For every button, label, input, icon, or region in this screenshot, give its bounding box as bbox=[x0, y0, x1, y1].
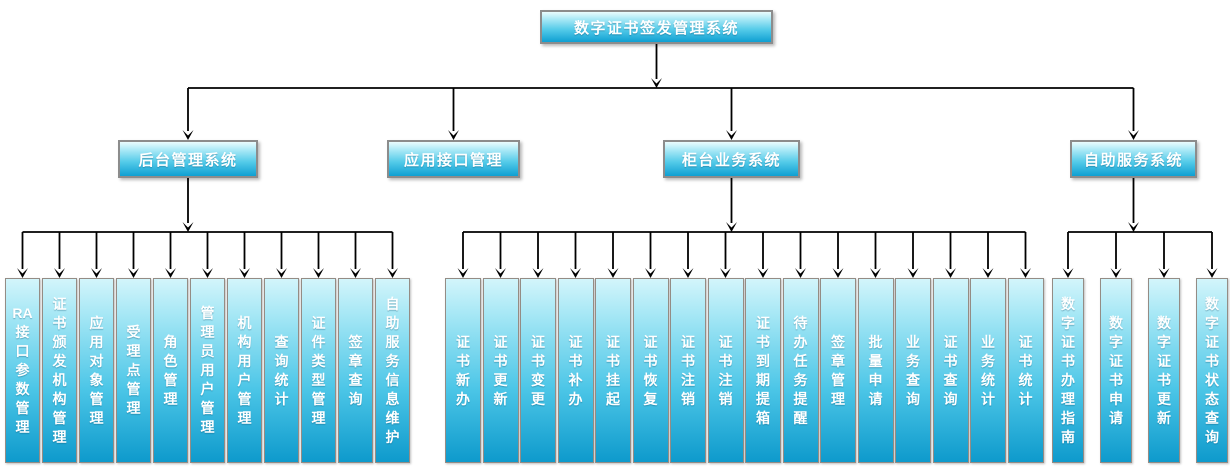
leaf-node: 证 书 颁 发 机 构 管 理 bbox=[42, 278, 77, 463]
leaf-node: 签 章 管 理 bbox=[820, 278, 856, 463]
leaf-node: 证 书 注 销 bbox=[670, 278, 706, 463]
leaf-node: 机 构 用 户 管 理 bbox=[227, 278, 262, 463]
leaf-node: 证 书 恢 复 bbox=[632, 278, 669, 463]
leaf-node: 证 件 类 型 管 理 bbox=[301, 278, 336, 463]
leaf-node: 数 字 证 书 状 态 查 询 bbox=[1196, 278, 1228, 463]
leaf-node: 自 助 服 务 信 息 维 护 bbox=[375, 278, 410, 463]
leaf-node: 证 书 更 新 bbox=[482, 278, 519, 463]
leaf-node: 数 字 证 书 更 新 bbox=[1148, 278, 1180, 463]
branch-node-counter-business: 柜台业务系统 bbox=[663, 140, 800, 178]
leaf-node: RA 接 口 参 数 管 理 bbox=[5, 278, 40, 463]
leaf-node: 证 书 新 办 bbox=[445, 278, 481, 463]
branch-node-backend-management: 后台管理系统 bbox=[118, 140, 258, 178]
leaf-node: 业 务 查 询 bbox=[895, 278, 931, 463]
leaf-node: 角 色 管 理 bbox=[153, 278, 188, 463]
leaf-node: 应 用 对 象 管 理 bbox=[79, 278, 114, 463]
branch-node-self-service: 自助服务系统 bbox=[1070, 140, 1197, 178]
leaf-node: 证 书 查 询 bbox=[932, 278, 969, 463]
leaf-node: 查 询 统 计 bbox=[264, 278, 299, 463]
leaf-node: 数 字 证 书 办 理 指 南 bbox=[1052, 278, 1084, 463]
leaf-node: 受 理 点 管 理 bbox=[116, 278, 151, 463]
leaf-node: 业 务 统 计 bbox=[970, 278, 1006, 463]
leaf-node: 批 量 申 请 bbox=[857, 278, 894, 463]
leaf-node: 证 书 统 计 bbox=[1007, 278, 1044, 463]
branch-node-api-management: 应用接口管理 bbox=[387, 140, 520, 178]
leaf-node: 管 理 员 用 户 管 理 bbox=[190, 278, 225, 463]
leaf-node: 待 办 任 务 提 醒 bbox=[782, 278, 819, 463]
leaf-node: 证 书 注 销 bbox=[707, 278, 744, 463]
leaf-node: 数 字 证 书 申 请 bbox=[1100, 278, 1132, 463]
leaf-node: 签 章 查 询 bbox=[338, 278, 373, 463]
leaf-node: 证 书 变 更 bbox=[520, 278, 556, 463]
leaf-node: 证 书 补 办 bbox=[557, 278, 594, 463]
leaf-node: 证 书 挂 起 bbox=[595, 278, 631, 463]
leaf-node: 证 书 到 期 提 箱 bbox=[745, 278, 781, 463]
root-node: 数字证书签发管理系统 bbox=[540, 10, 773, 44]
